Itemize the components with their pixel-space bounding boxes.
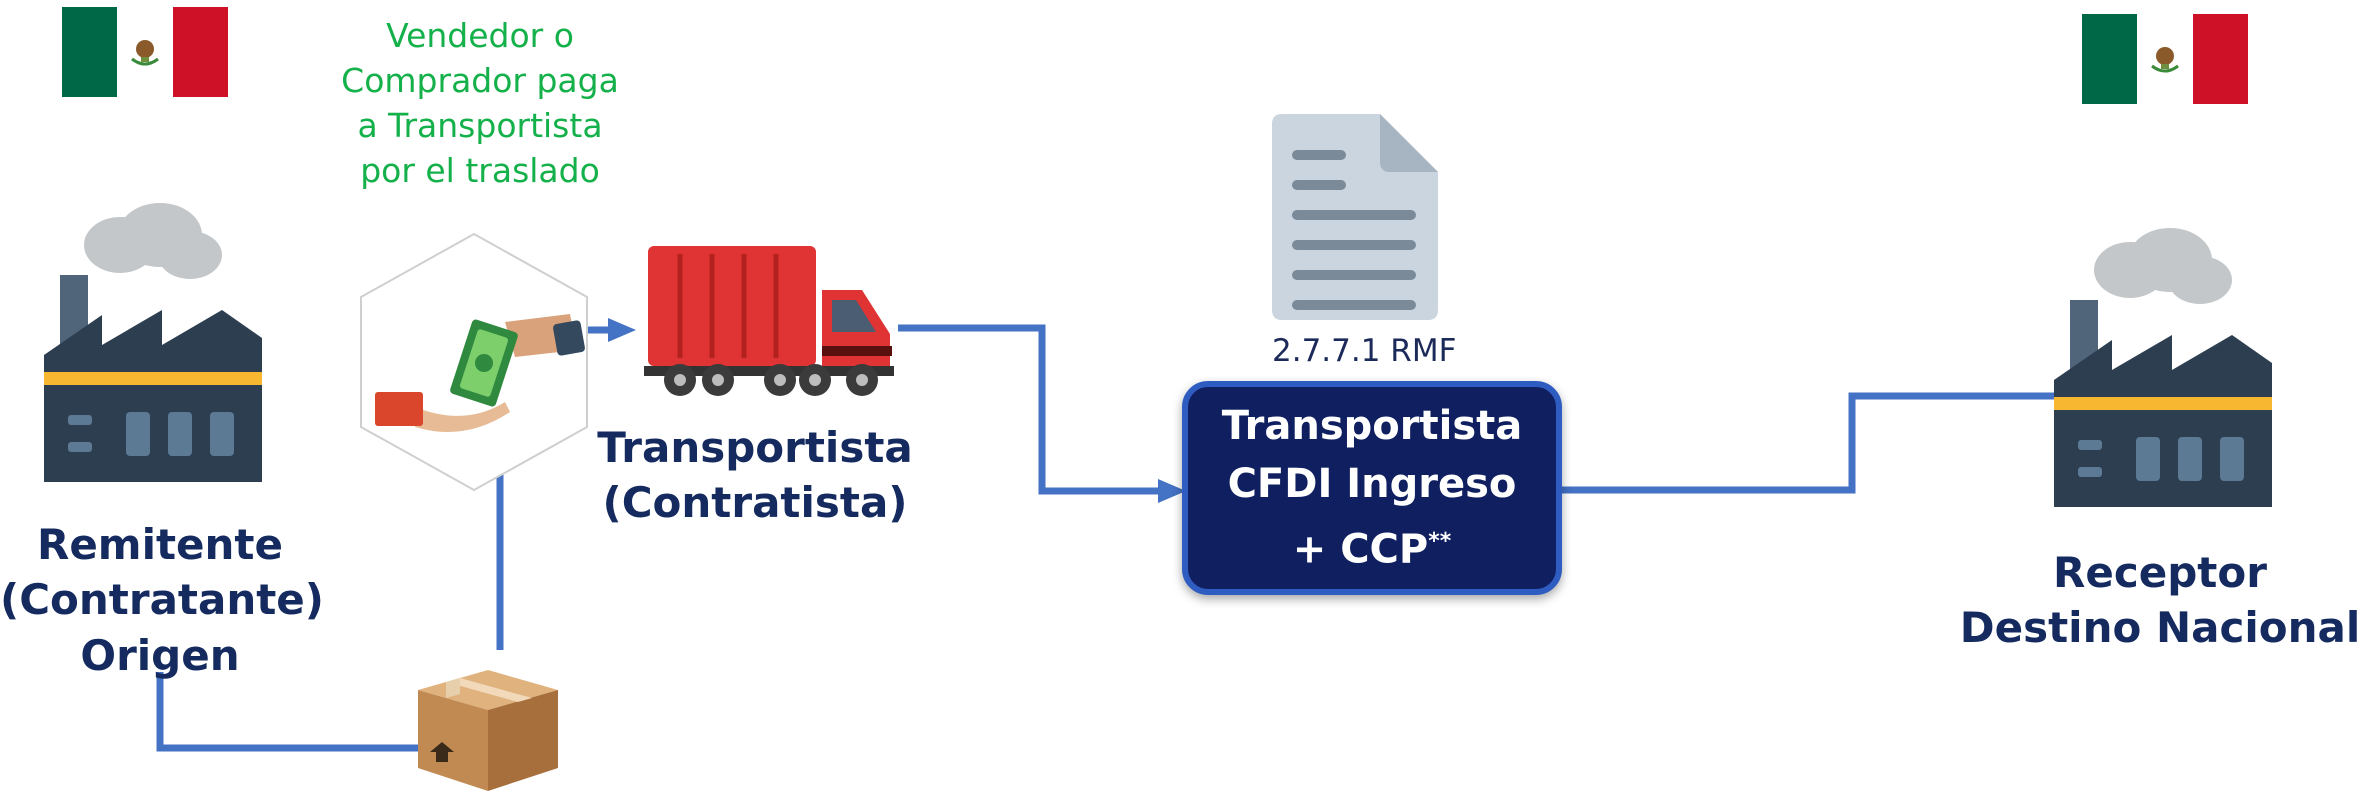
mexico-flag-icon (62, 7, 228, 97)
payment-note-line: a Transportista (357, 106, 603, 145)
carrier-label-line: (Contratista) (602, 478, 908, 528)
connector-cfdi-to-destination (1562, 392, 2058, 494)
document-icon (1272, 114, 1438, 320)
arrowhead-truck (608, 318, 636, 342)
cfdi-ingreso-box: Transportista CFDI Ingreso + CCP** (1182, 381, 1562, 595)
rule-label: 2.7.7.1 RMF (1272, 333, 1457, 369)
payment-note-line: Comprador paga (341, 61, 619, 100)
cfdi-box-ccp: + CCP (1292, 526, 1429, 573)
origin-label-line: Origen (80, 630, 240, 680)
arrowhead-cfdi (1158, 479, 1186, 503)
truck-icon (644, 246, 894, 396)
connector-truck-to-cfdi (898, 324, 1160, 495)
carrier-label-line: Transportista (597, 423, 913, 472)
cash-handover-icon (360, 232, 588, 492)
factory-icon (2054, 228, 2272, 507)
origin-label: Remitente (Contratante) Origen (0, 517, 324, 683)
origin-label-line: Remitente (36, 520, 283, 569)
mexico-flag-icon (2082, 14, 2248, 104)
payment-note-line: Vendedor o (386, 16, 574, 55)
payment-note-line: por el traslado (360, 151, 600, 190)
connector-origin-to-package (156, 672, 425, 752)
carrier-label: Transportista (Contratista) (590, 420, 920, 531)
eagle-emblem-icon (2151, 47, 2179, 73)
destination-label-line: Receptor (2053, 548, 2267, 597)
factory-icon (44, 203, 262, 482)
payment-note: Vendedor o Comprador paga a Transportist… (330, 13, 630, 193)
destination-label-line: Destino Nacional (1959, 603, 2361, 653)
cfdi-box-line: CFDI Ingreso (1227, 461, 1517, 508)
cfdi-box-line: + CCP** (1293, 513, 1451, 578)
destination-label: Receptor Destino Nacional (1950, 545, 2370, 656)
cfdi-box-line: Transportista (1221, 403, 1523, 450)
box-icon (418, 670, 558, 791)
cfdi-box-footnote-mark: ** (1428, 529, 1452, 555)
eagle-emblem-icon (131, 40, 159, 66)
origin-label-line: (Contratante) (0, 575, 324, 625)
